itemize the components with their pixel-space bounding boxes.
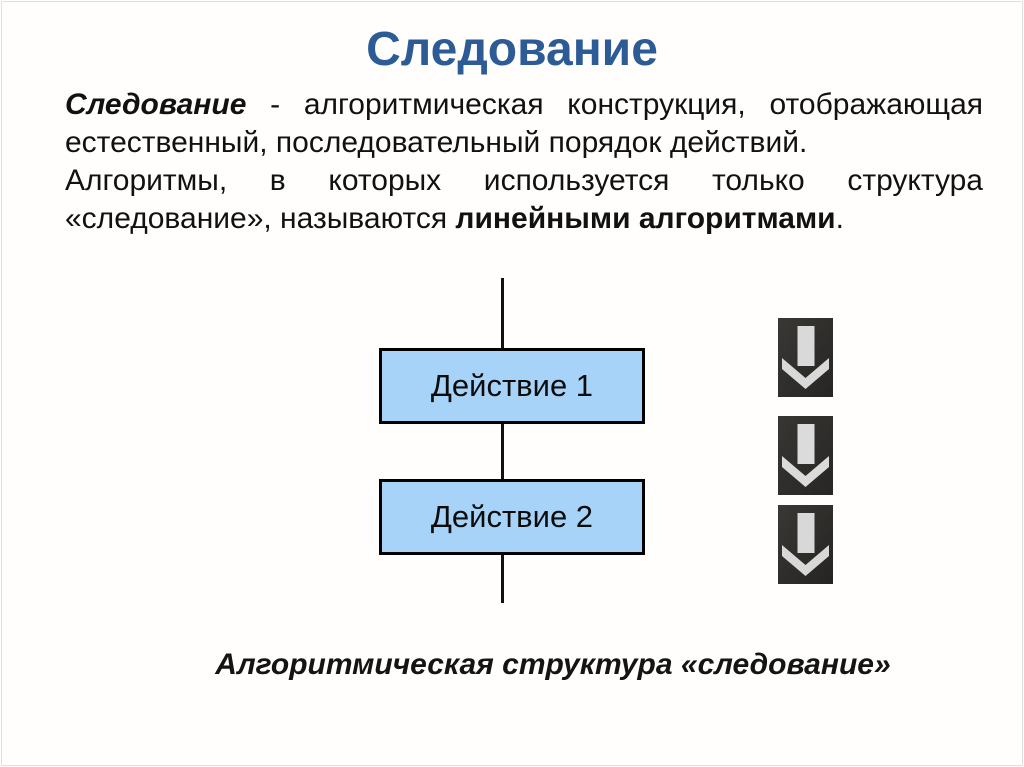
down-arrow-icon <box>778 505 833 584</box>
flowchart-connector-line <box>501 278 504 603</box>
paragraph2-period: . <box>835 202 844 235</box>
flowchart-box-action-1: Действие 1 <box>379 348 645 424</box>
paragraph-definition: Следование - алгоритмическая конструкция… <box>65 86 983 162</box>
flowchart-box-action-2: Действие 2 <box>379 479 645 555</box>
figure-caption: Алгоритмическая структура «следование» <box>215 648 891 681</box>
body-text: Следование - алгоритмическая конструкция… <box>65 86 983 238</box>
paragraph-linear-algorithms: Алгоритмы, в которых используется только… <box>65 162 983 238</box>
down-arrow-icon <box>778 416 833 495</box>
definition-text: - алгоритмическая конструкция, отображаю… <box>65 88 983 159</box>
slide-title: Следование <box>366 23 658 76</box>
flowchart-box-label: Действие 1 <box>430 368 594 403</box>
paragraph2-bold-term: линейными алгоритмами <box>455 202 836 235</box>
down-arrow-icon <box>778 318 833 397</box>
definition-term: Следование <box>65 88 247 121</box>
paragraph2-text: Алгоритмы, в которых используется только… <box>65 164 983 235</box>
flowchart-box-label: Действие 2 <box>430 499 594 534</box>
